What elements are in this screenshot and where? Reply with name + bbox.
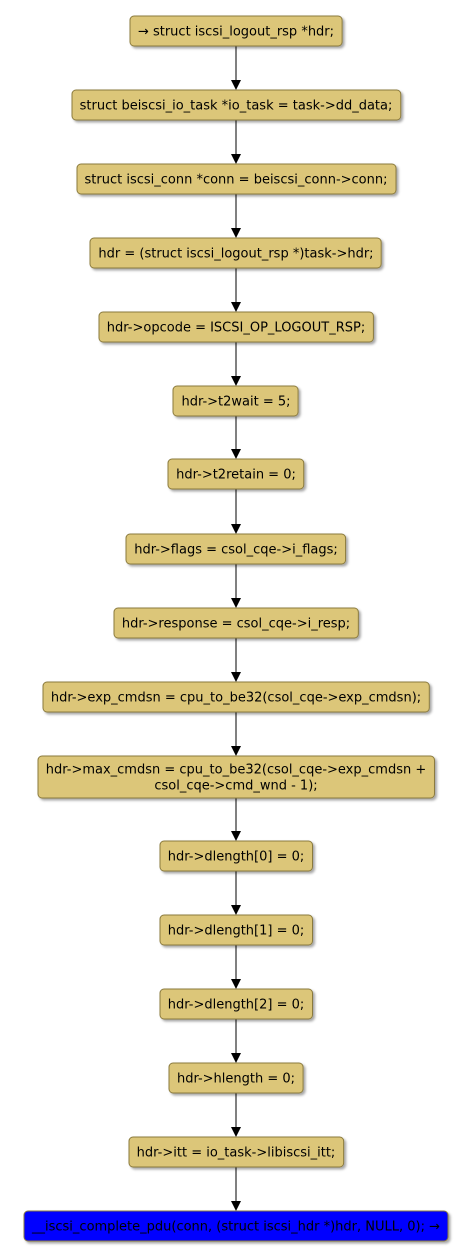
flow-node-n14: hdr->dlength[2] = 0;	[159, 988, 313, 1020]
arrow-head-icon	[231, 1127, 241, 1137]
flow-node-box	[159, 914, 313, 946]
flow-node-text: struct beiscsi_io_task *io_task = task->…	[80, 99, 393, 114]
flow-node-n2: struct beiscsi_io_task *io_task = task->…	[71, 89, 402, 121]
flow-node-n8: hdr->flags = csol_cqe->i_flags;	[125, 533, 347, 565]
flow-node-text: hdr->dlength[2] = 0;	[168, 998, 305, 1013]
flow-node-n17: __iscsi_complete_pdu(conn, (struct iscsi…	[23, 1210, 449, 1242]
edges	[231, 46, 241, 1211]
flow-node-n13: hdr->dlength[1] = 0;	[159, 914, 313, 946]
arrow-head-icon	[231, 154, 241, 164]
flow-node-text: hdr->exp_cmdsn = cpu_to_be32(csol_cqe->e…	[51, 691, 421, 706]
arrow-head-icon	[231, 905, 241, 915]
arrow-head-icon	[231, 598, 241, 608]
flow-node-box	[128, 1136, 345, 1168]
arrow-head-icon	[231, 979, 241, 989]
flow-node-n16: hdr->itt = io_task->libiscsi_itt;	[128, 1136, 345, 1168]
flow-node-text: hdr->response = csol_cqe->i_resp;	[122, 617, 350, 632]
flow-node-text: __iscsi_complete_pdu(conn, (struct iscsi…	[31, 1220, 440, 1235]
flow-node-box	[167, 458, 305, 490]
flow-node-n1: → struct iscsi_logout_rsp *hdr;	[129, 15, 343, 47]
flow-node-box	[37, 755, 435, 799]
flow-node-text: hdr->flags = csol_cqe->i_flags;	[134, 543, 338, 558]
flow-node-n7: hdr->t2retain = 0;	[167, 458, 305, 490]
flow-node-n3: struct iscsi_conn *conn = beiscsi_conn->…	[76, 163, 397, 195]
arrow-head-icon	[231, 449, 241, 459]
flow-node-box	[172, 385, 299, 417]
flow-node-text: hdr->t2retain = 0;	[176, 468, 296, 483]
flow-node-n4: hdr = (struct iscsi_logout_rsp *)task->h…	[89, 237, 382, 269]
flow-node-n6: hdr->t2wait = 5;	[172, 385, 299, 417]
flow-node-n15: hdr->hlength = 0;	[168, 1062, 304, 1094]
arrow-head-icon	[231, 524, 241, 534]
flow-node-box	[168, 1062, 304, 1094]
arrow-head-icon	[231, 302, 241, 312]
arrow-head-icon	[231, 228, 241, 238]
flow-node-box	[98, 311, 374, 343]
flow-node-n10: hdr->exp_cmdsn = cpu_to_be32(csol_cqe->e…	[42, 681, 430, 713]
flow-node-text: hdr->max_cmdsn = cpu_to_be32(csol_cqe->e…	[46, 763, 426, 778]
flow-node-text: csol_cqe->cmd_wnd - 1);	[154, 779, 317, 794]
flow-node-text: hdr->hlength = 0;	[177, 1072, 295, 1087]
flow-node-text: hdr->itt = io_task->libiscsi_itt;	[137, 1146, 336, 1161]
nodes: → struct iscsi_logout_rsp *hdr; struct be…	[23, 15, 449, 1242]
flow-node-n5: hdr->opcode = ISCSI_OP_LOGOUT_RSP;	[98, 311, 374, 343]
flow-node-box	[113, 607, 359, 639]
flow-node-box	[159, 840, 313, 872]
arrow-head-icon	[231, 376, 241, 386]
flow-node-text: hdr->dlength[1] = 0;	[168, 924, 305, 939]
flow-node-text: struct iscsi_conn *conn = beiscsi_conn->…	[85, 173, 388, 188]
flow-node-text: hdr->opcode = ISCSI_OP_LOGOUT_RSP;	[107, 321, 365, 336]
arrow-head-icon	[231, 80, 241, 90]
flow-node-text: hdr->dlength[0] = 0;	[168, 850, 305, 865]
flow-node-box	[129, 15, 343, 47]
flow-node-text: → struct iscsi_logout_rsp *hdr;	[138, 25, 334, 40]
arrow-head-icon	[231, 1201, 241, 1211]
flow-node-n12: hdr->dlength[0] = 0;	[159, 840, 313, 872]
arrow-head-icon	[231, 831, 241, 841]
arrow-head-icon	[231, 672, 241, 682]
flow-node-box	[159, 988, 313, 1020]
flow-node-box	[71, 89, 402, 121]
flow-node-n11: hdr->max_cmdsn = cpu_to_be32(csol_cqe->e…	[37, 755, 435, 799]
arrow-head-icon	[231, 746, 241, 756]
flow-node-box	[89, 237, 382, 269]
flow-node-n9: hdr->response = csol_cqe->i_resp;	[113, 607, 359, 639]
flow-node-text: hdr->t2wait = 5;	[181, 395, 290, 410]
flow-node-box	[125, 533, 347, 565]
arrow-head-icon	[231, 1053, 241, 1063]
flow-node-box	[76, 163, 397, 195]
flow-node-box	[23, 1210, 449, 1242]
flow-node-box	[42, 681, 430, 713]
flow-node-text: hdr = (struct iscsi_logout_rsp *)task->h…	[98, 247, 373, 262]
